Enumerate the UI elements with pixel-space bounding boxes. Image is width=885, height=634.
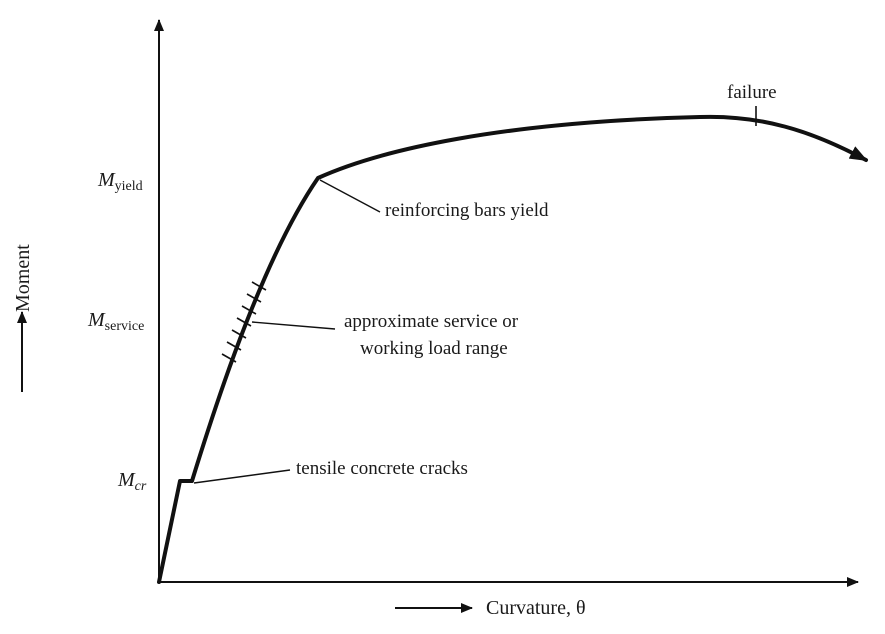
service-leader [251, 321, 336, 330]
hatch-tick [231, 329, 247, 339]
cracks-leader [193, 469, 291, 484]
hatch-tick [246, 293, 262, 303]
m-cr-label: Mcr [117, 469, 147, 494]
m-yield-label: Myield [97, 169, 143, 194]
hatch-tick [236, 317, 252, 327]
hatch-tick [221, 353, 237, 363]
service-annotation-line1: approximate service or [344, 311, 519, 332]
moment-curvature-curve [157, 114, 868, 584]
x-axis-title: Curvature, θ [486, 597, 586, 619]
hatch-tick [226, 341, 242, 351]
m-service-label: Mservice [87, 309, 144, 334]
service-annotation-line2: working load range [360, 338, 508, 359]
y-axis-title: Moment [12, 244, 34, 312]
failure-label: failure [727, 82, 777, 103]
hatch-tick [241, 305, 257, 315]
yield-leader [319, 179, 381, 213]
hatch-tick [251, 281, 267, 291]
yield-annotation: reinforcing bars yield [385, 200, 549, 221]
cracks-annotation: tensile concrete cracks [296, 458, 468, 479]
service-range-hatch [221, 281, 267, 363]
